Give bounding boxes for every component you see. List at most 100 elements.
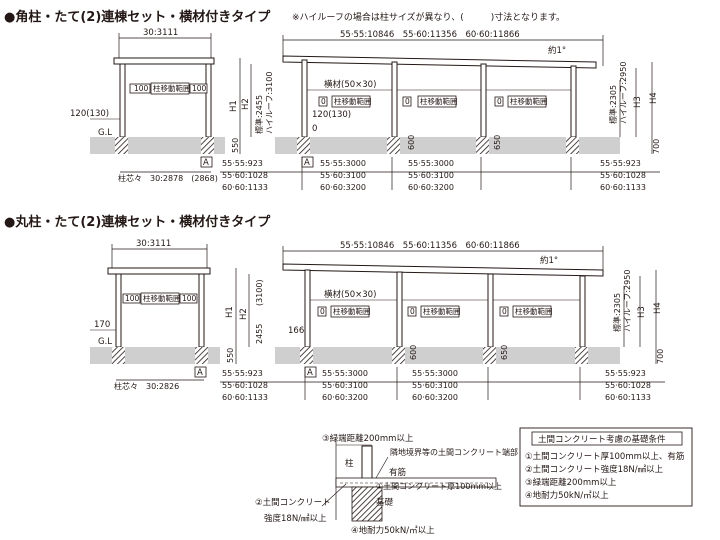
bay-span-value: 60·60:1133 [600,183,646,192]
foundation-detail: ③緑端距離200mm以上 隣地境界等の土間コンクリート端部 柱 有筋 ①土間コン… [255,433,518,536]
bay-span-value: 55·60:3100 [322,381,368,390]
front-left-offset: 120(130) [312,110,351,120]
footing [351,486,383,522]
bay-span: 55·55:3000 55·60:3100 60·60:3200 [408,159,454,192]
condition-item: ①土間コンクリート厚100mm以上、有筋 [525,451,684,462]
a-marker [200,156,213,168]
footing [392,347,405,364]
side-left-offset: 170 [94,320,110,330]
thickness-label: ①土間コンクリート厚100mm以上 [376,481,502,491]
condition-item: ②土間コンクリート強度18N/㎟以上 [525,464,664,475]
bay-span-value: 55·60:1028 [600,171,646,180]
zero-label: 0 [321,97,326,106]
conditions-title: 土間コンクリート考慮の基礎条件 [538,434,666,445]
move-range-label: 柱移動範囲 [143,293,181,303]
std-height: 標準:2305 [608,85,618,124]
move-range-box [331,95,371,108]
arrow-right-value: 100 [182,294,197,303]
base-label: 基礎 [376,497,394,508]
bay-span-value: 60·60:3200 [412,393,458,402]
move-range-label: 柱移動範囲 [153,83,191,93]
front-total-width: 55·55:10846 55·60:11356 60·60:11866 [340,241,520,251]
bearing-label: ④地耐力50kN/㎡以上 [351,525,435,536]
gl-label: G.L [98,337,112,347]
front-post [579,275,586,348]
zero-label: 0 [502,307,507,316]
side-post-right [198,273,205,348]
gap-dim: 650 [493,135,502,150]
bay-span: 55·55:3000 55·60:3100 60·60:3200 [322,369,368,402]
post-pitch: 柱芯々 30:2878 (2868) [118,173,218,183]
zero-box [494,96,504,107]
zero-box [407,306,417,317]
h1-label: H1 [225,306,235,318]
footing [387,137,400,154]
front-post [480,63,487,138]
front-roof [282,263,604,277]
h1-label: H1 [229,100,239,112]
zero-box [317,306,327,317]
crossbar-label: 横材(50×30) [324,289,376,300]
move-range-label: 柱移動範囲 [333,306,371,316]
arrow-right-box [189,83,208,94]
a-marker-label: A [307,368,313,378]
post-label: 柱 [345,458,354,469]
side-view: 30:3111 100 柱移動範囲 100 120(130) G.L A 柱芯々… [70,28,225,183]
side-post-left [115,273,122,348]
a-marker-label: A [304,158,310,168]
side-roof [113,57,215,65]
arrow-left-box [122,293,141,304]
bay-span-value: 55·55:3000 [408,159,454,168]
h2-label: H2 [239,308,249,320]
section-title: ●角柱・たて(2)連棟セット・横材付きタイプ [4,9,271,25]
zero-label: 0 [312,124,317,134]
high-height: (3100) [255,279,264,306]
bay-span-value: 55·60:3100 [320,171,366,180]
bay-span: 55·55:923 55·60:1028 60·60:1133 [222,369,268,402]
front-post [301,59,308,138]
move-range-box [150,82,190,95]
strength-label: 強度18N/㎟以上 [264,513,327,524]
bay-span-value: 60·60:1133 [605,393,651,402]
front-total-width: 55·55:10846 55·60:11356 60·60:11866 [340,30,520,40]
height-dims: H1 H2 2455 (3100) 550 [225,268,264,364]
slab-label: ②土間コンクリート [255,497,331,508]
height-dims: H1 H2 標準:2455 ハイルーフ:3100 550 [229,58,274,154]
front-left-offset: 166 [288,326,304,336]
footing [476,137,489,154]
bay-span-value: 60·60:3200 [408,183,454,192]
front-roof [282,55,597,69]
footing [566,137,579,154]
edge-distance-label: ③緑端距離200mm以上 [322,433,414,444]
section-note: ※ハイルーフの場合は柱サイズが異なり、( )寸法となります。 [292,11,565,23]
bay-span-value: 55·60:3100 [412,381,458,390]
condition-item: ④地耐力50kN/㎡以上 [525,490,609,501]
side-left-offset: 120(130) [70,109,109,119]
ground [275,137,620,154]
bay-span: 55·55:923 55·60:1028 60·60:1133 [600,159,646,192]
footing [300,347,313,364]
slab [335,477,497,488]
a-marker-label: A [197,368,203,378]
high-height: ハイルーフ:3100 [265,72,274,134]
move-range-label: 柱移動範囲 [423,306,461,316]
bay-span-value: 60·60:3200 [322,393,368,402]
footing [575,347,588,364]
side-width: 30:3111 [136,239,171,249]
ground [275,347,620,364]
zero-label: 0 [405,97,410,106]
bay-span: 55·55:923 55·60:1028 60·60:1133 [605,369,651,402]
front-post [570,65,577,138]
h4-label: H4 [649,92,659,104]
bay-span-value: 55·55:3000 [412,369,458,378]
move-range-box [417,95,457,108]
h2-label: H2 [241,98,251,110]
side-width: 30:3111 [143,28,178,38]
bay-span-value: 55·55:3000 [322,369,368,378]
arrow-right-box [179,293,198,304]
footing [112,347,125,364]
front-view: 55·55:10846 55·60:11356 60·60:11866 約1° … [220,30,661,192]
foundation-depth: 700 [652,139,661,154]
h3-label: H3 [637,306,647,318]
conditions-panel: 土間コンクリート考慮の基礎条件 ①土間コンクリート厚100mm以上、有筋 ②土間… [519,427,693,507]
